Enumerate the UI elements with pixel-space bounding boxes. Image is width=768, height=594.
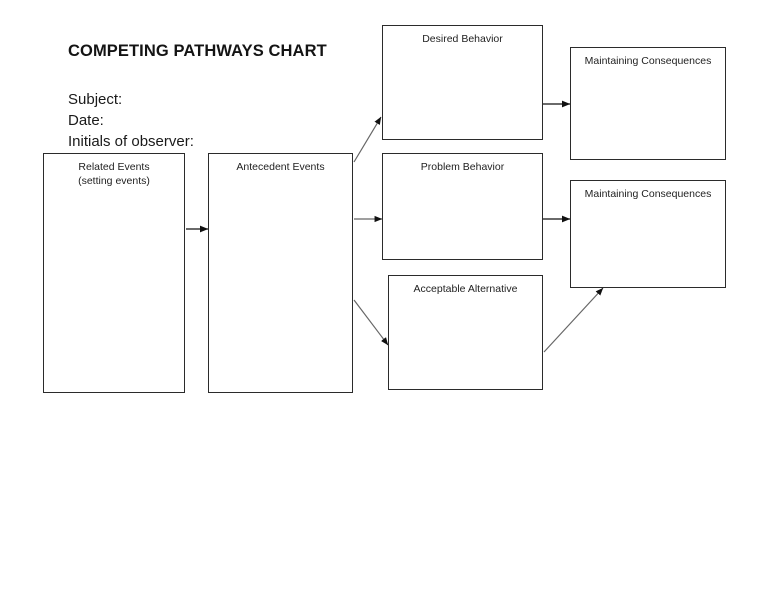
arrow-antecedent-to-desired xyxy=(353,116,382,163)
box-maintaining-consequences-bottom-label: Maintaining Consequences xyxy=(584,188,712,200)
arrow-antecedent-to-acceptable xyxy=(353,299,389,346)
date-label: Date: xyxy=(68,112,104,129)
box-related-events[interactable]: Related Events (setting events) xyxy=(43,153,185,393)
box-acceptable-alternative-label: Acceptable Alternative xyxy=(413,283,518,295)
box-desired-behavior[interactable]: Desired Behavior xyxy=(382,25,543,140)
box-antecedent-events-label: Antecedent Events xyxy=(236,161,325,173)
box-problem-behavior-label: Problem Behavior xyxy=(420,161,505,173)
arrow-acceptable-to-consequences-bottom xyxy=(543,287,604,353)
box-maintaining-consequences-top-label: Maintaining Consequences xyxy=(584,55,712,67)
box-related-events-label: Related Events (setting events) xyxy=(78,161,150,187)
box-problem-behavior[interactable]: Problem Behavior xyxy=(382,153,543,260)
box-maintaining-consequences-top[interactable]: Maintaining Consequences xyxy=(570,47,726,160)
subject-label: Subject: xyxy=(68,91,123,108)
page-title: COMPETING PATHWAYS CHART xyxy=(68,42,327,60)
box-desired-behavior-label: Desired Behavior xyxy=(422,33,503,45)
box-antecedent-events[interactable]: Antecedent Events xyxy=(208,153,353,393)
box-acceptable-alternative[interactable]: Acceptable Alternative xyxy=(388,275,543,390)
box-maintaining-consequences-bottom[interactable]: Maintaining Consequences xyxy=(570,180,726,288)
initials-of-observer-label: Initials of observer: xyxy=(68,133,194,150)
